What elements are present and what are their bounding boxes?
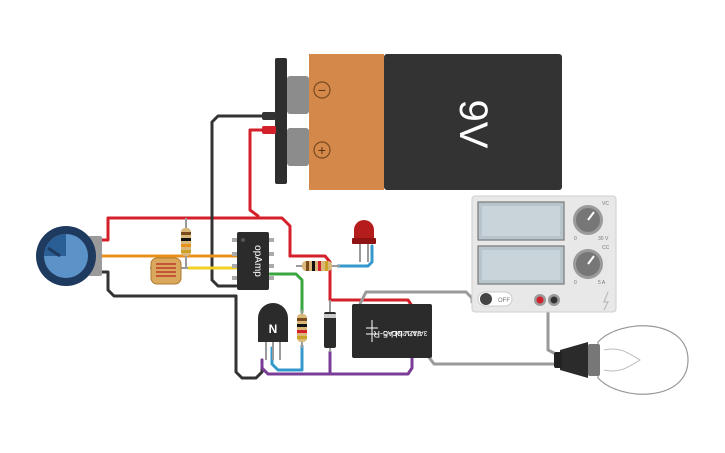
power-supply[interactable]: 0 30 V VC 0 5 A CC OFF xyxy=(471,195,617,313)
transistor-label: N xyxy=(269,322,278,336)
current-knob-tag: CC xyxy=(602,245,610,251)
battery-positive-terminal[interactable] xyxy=(262,126,276,134)
wire-grey-psu[interactable] xyxy=(358,290,474,306)
voltage-knob[interactable] xyxy=(573,205,603,235)
current-knob[interactable] xyxy=(573,249,603,279)
wire-blue-led[interactable] xyxy=(336,244,374,268)
wire-black-bottom[interactable] xyxy=(98,270,238,298)
wire-red-top[interactable] xyxy=(98,216,292,258)
power-off-button[interactable]: OFF xyxy=(477,291,513,307)
photoresistor[interactable] xyxy=(150,257,188,285)
wire-black-battery[interactable] xyxy=(210,114,277,288)
battery-plus-symbol: + xyxy=(318,142,326,158)
flyback-diode[interactable] xyxy=(324,300,336,352)
wire-red-battery[interactable] xyxy=(248,128,277,218)
voltage-knob-min: 0 xyxy=(574,236,577,242)
wire-green[interactable] xyxy=(268,272,304,314)
resistor-base[interactable] xyxy=(297,310,307,348)
wire-blue-transistor[interactable] xyxy=(270,344,304,372)
red-led[interactable] xyxy=(352,220,376,262)
battery-voltage-label: 9V xyxy=(451,100,495,149)
power-off-label: OFF xyxy=(498,298,510,304)
battery-minus-symbol: − xyxy=(318,82,326,98)
resistor-led[interactable] xyxy=(296,261,340,271)
resistor-pullup[interactable] xyxy=(181,218,191,268)
current-knob-min: 0 xyxy=(574,280,577,286)
wire-purple[interactable] xyxy=(260,354,414,376)
battery-9v[interactable]: − + 9V xyxy=(262,54,562,190)
wire-grey-lamp-bottom[interactable] xyxy=(426,354,558,366)
relay[interactable]: LU-5-R 3A/125V AC 3A/12V DC xyxy=(352,304,432,358)
lightning-icon xyxy=(603,291,609,311)
relay-model-label: LU-5-R xyxy=(373,329,403,339)
current-knob-max: 5 A xyxy=(598,280,606,286)
voltage-knob-tag: VC xyxy=(602,201,609,207)
npn-transistor[interactable]: N xyxy=(258,303,288,360)
potentiometer[interactable] xyxy=(36,226,102,286)
relay-rating-dc: 3A/12V DC xyxy=(392,329,427,336)
relay-rating-ac: 3A/125V AC xyxy=(383,329,421,336)
voltage-knob-max: 30 V xyxy=(598,236,609,242)
opamp-label: opAmp xyxy=(252,245,263,277)
light-bulb[interactable] xyxy=(554,325,689,395)
opamp-chip[interactable]: opAmp xyxy=(232,232,274,290)
battery-negative-terminal[interactable] xyxy=(262,112,276,120)
